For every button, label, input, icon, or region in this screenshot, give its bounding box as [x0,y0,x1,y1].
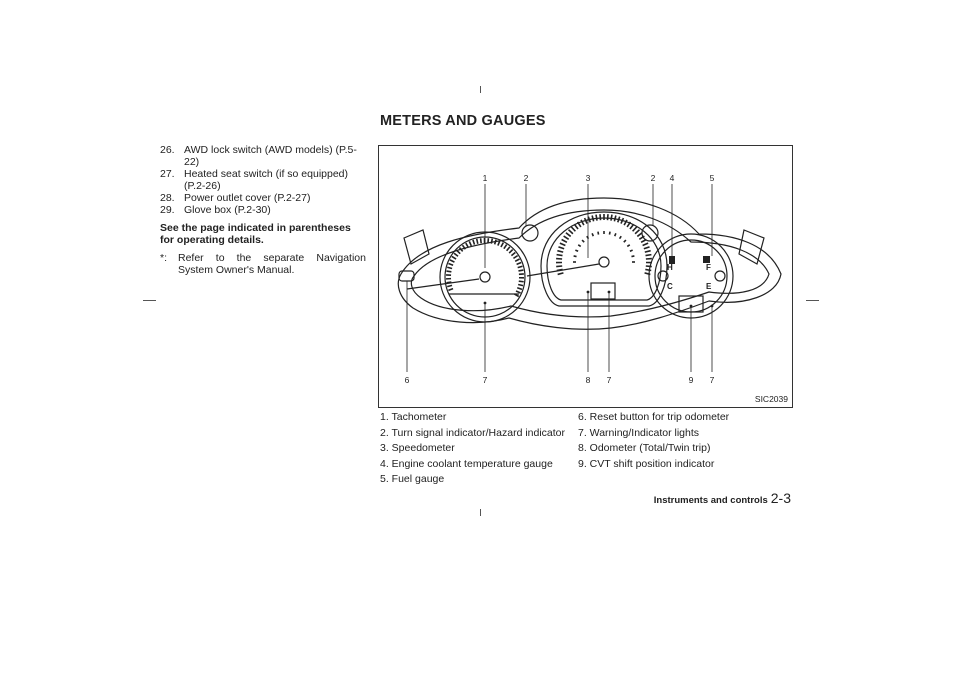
list-item: 28. Power outlet cover (P.2-27) [160,192,311,204]
legend-right: 6. Reset button for trip odometer 7. War… [578,410,729,472]
list-item: 27. Heated seat switch (if so equipped) … [160,168,349,192]
callout-top-1: 1 [482,173,488,183]
instrument-cluster-figure: H C F E 1 2 3 2 4 5 6 7 8 7 9 7 SIC2039 [378,145,793,408]
callout-top-4: 4 [669,173,675,183]
crop-mark-right [806,300,819,301]
legend-item: 6. Reset button for trip odometer [578,411,730,423]
legend-item: 5. Fuel gauge [380,473,445,485]
callout-bottom-8: 8 [585,375,591,385]
footnote: *: Refer to the separate Navigation Syst… [160,252,366,276]
legend-item: 8. Odometer (Total/Twin trip) [578,442,711,454]
callout-bottom-6: 6 [404,375,410,385]
callout-bottom-9: 9 [688,375,694,385]
bold-note: See the page indicated in parentheses fo… [160,222,351,246]
legend-item: 4. Engine coolant temperature gauge [380,457,553,470]
legend-left: 1. Tachometer 2. Turn signal indicator/H… [380,410,565,488]
page-number: 2-3 [770,490,791,506]
footer-section: Instruments and controls [653,495,768,506]
svg-text:F: F [706,263,711,272]
crop-mark-left [143,300,156,301]
figure-code: SIC2039 [754,394,788,404]
parts-list: 26. AWD lock switch (AWD models) (P.5-22… [160,144,366,276]
legend-item: 1. Tachometer [380,411,447,423]
callout-top-2: 2 [523,173,529,183]
callout-bottom-7c: 7 [709,375,715,385]
list-item: 26. AWD lock switch (AWD models) (P.5-22… [160,144,357,168]
callout-bottom-7: 7 [482,375,488,385]
legend-item: 3. Speedometer [380,442,455,454]
section-title: METERS AND GAUGES [380,113,546,129]
crop-mark-top [480,86,481,93]
legend-item: 7. Warning/Indicator lights [578,426,700,439]
legend-item: 2. Turn signal indicator/Hazard indicato… [380,426,566,439]
svg-text:C: C [667,282,673,291]
crop-mark-bottom [480,509,481,516]
svg-text:E: E [706,282,712,291]
callout-top-2b: 2 [650,173,656,183]
svg-text:H: H [667,263,673,272]
legend-item: 9. CVT shift position indicator [578,457,715,470]
instrument-cluster-illustration: H C F E [397,184,782,372]
callout-top-3: 3 [585,173,591,183]
callout-bottom-7b: 7 [606,375,612,385]
callout-top-5: 5 [709,173,715,183]
list-item: 29. Glove box (P.2-30) [160,204,271,216]
